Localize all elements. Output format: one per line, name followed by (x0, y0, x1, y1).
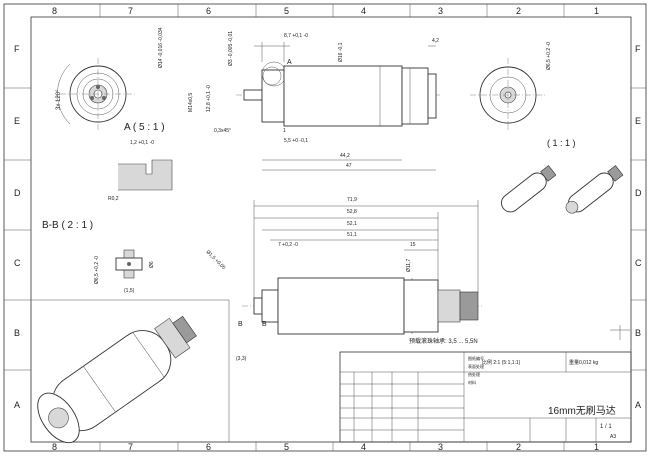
dim-d-11-7: Ø11,7 (406, 259, 412, 272)
dim-len-52-1: 52,1 (347, 221, 357, 227)
col-label-top-7: 7 (128, 6, 133, 16)
row-label-right-e: E (635, 116, 641, 126)
row-label-left-a: A (14, 400, 20, 410)
dim-len-4-2: 4,2 (432, 38, 439, 44)
rear-end-view: Ø6,5 +0,2 -0 (470, 42, 552, 132)
note-bearing-preload: 预载滚珠轴承: 3,5 ... 5,5N (409, 337, 478, 345)
row-label-left-c: C (14, 258, 21, 268)
col-label-bottom-1: 1 (594, 442, 599, 452)
tb-scale: 比例 2:1 (5:1,1:1) (482, 359, 521, 366)
row-label-right-c: C (635, 258, 642, 268)
col-label-bottom-4: 4 (361, 442, 366, 452)
col-label-bottom-8: 8 (52, 442, 57, 452)
iso-scale-label: ( 1 : 1 ) (547, 138, 576, 148)
dim-len-5-5: 5,5 +0 -0,1 (284, 138, 308, 144)
col-label-top-1: 1 (594, 6, 599, 16)
row-label-left-e: E (14, 116, 20, 126)
middle-side-view: 71,9 52,8 52,1 51,1 15 7 +0,2 -0 Ø1,5 +0… (205, 197, 484, 362)
section-marker-b2: B (262, 321, 267, 328)
section-marker-b1: B (238, 321, 243, 328)
dim-len-15: 15 (410, 242, 416, 248)
tb-title: 16mm无刷马达 (548, 405, 616, 417)
detail-a-view: A ( 5 : 1 ) 1,2 +0,1 -0 R0,2 (108, 122, 173, 202)
col-label-top-4: 4 (361, 6, 366, 16)
row-label-left-d: D (14, 188, 21, 198)
top-side-view: 8,7 +0,1 -0 4,2 Ø14 -0,016 -0,034 Ø3 -0,… (158, 27, 440, 171)
dim-thread: M14x0,5 (188, 93, 194, 112)
dim-len-71-9: 71,9 (347, 197, 357, 203)
dim-d-12-8: 12,8 +0,1 -0 (206, 85, 212, 112)
row-label-right-d: D (635, 188, 642, 198)
row-label-right-a: A (635, 400, 641, 410)
row-label-right-b: B (635, 328, 641, 338)
dim-len-1: 1 (283, 128, 286, 134)
dim-len-44-2: 44,2 (340, 153, 350, 159)
col-label-bottom-5: 5 (284, 442, 289, 452)
section-dim-1-5: (1,5) (124, 288, 135, 294)
col-label-top-6: 6 (206, 6, 211, 16)
dim-len-47: 47 (346, 163, 352, 169)
title-block: 图纸编号 表面处理 热处理 材料 比例 2:1 (5:1,1:1) 重量0,01… (339, 351, 632, 443)
dim-d-6-5-right: Ø6,5 +0,2 -0 (546, 42, 552, 70)
tb-cell-drawing-no: 图纸编号 (468, 355, 484, 361)
tb-cell-material: 材料 (468, 379, 476, 385)
detail-dim-r0-2: R0,2 (108, 196, 119, 202)
section-bb-label: B-B ( 2 : 1 ) (42, 220, 93, 231)
iso-large-view (30, 299, 230, 444)
col-label-bottom-6: 6 (206, 442, 211, 452)
dim-len-7: 7 +0,2 -0 (278, 242, 298, 248)
dim-d-14: Ø14 -0,016 -0,034 (158, 27, 164, 68)
row-label-left-f: F (14, 44, 20, 54)
col-label-bottom-3: 3 (438, 442, 443, 452)
tb-cell-heat: 热处理 (468, 371, 480, 377)
row-label-right-f: F (635, 44, 641, 54)
dim-d-16: Ø16 -0,1 (338, 42, 344, 62)
corner-marker (610, 325, 630, 340)
dim-len-51-1: 51,1 (347, 232, 357, 238)
tb-cell-surface: 表面处理 (468, 363, 484, 369)
dim-len-3-3: (3,3) (236, 356, 247, 362)
col-label-top-8: 8 (52, 6, 57, 16)
section-dim-d-6-5: Ø6,5 +0,2 -0 (94, 256, 100, 284)
dim-angle-3x120: 3x 120° (56, 89, 62, 110)
detail-dim-1-2: 1,2 +0,1 -0 (130, 140, 154, 146)
view-marker-a: A (287, 59, 292, 66)
row-label-left-b: B (14, 328, 20, 338)
col-label-bottom-7: 7 (128, 442, 133, 452)
tb-sheet: 1 / 1 (600, 424, 612, 430)
dim-chamfer: 0,3x45° (214, 128, 231, 134)
tb-weight: 重量0,012 kg (569, 359, 598, 366)
tb-size: A3 (610, 434, 616, 440)
sheet-border: 8 7 6 5 4 3 2 1 8 7 6 5 4 3 2 1 F E D C … (3, 3, 647, 452)
detail-a-label: A ( 5 : 1 ) (124, 122, 165, 133)
dim-d-3: Ø3 -0,005 -0,01 (228, 31, 234, 66)
iso-small-views: ( 1 : 1 ) (501, 138, 624, 214)
col-label-top-3: 3 (438, 6, 443, 16)
front-end-view: 3x 120° (56, 58, 136, 130)
col-label-top-2: 2 (516, 6, 521, 16)
section-dim-d-6: Ø6 (149, 261, 155, 268)
col-label-bottom-2: 2 (516, 442, 521, 452)
col-label-top-5: 5 (284, 6, 289, 16)
section-bb-view: B-B ( 2 : 1 ) Ø6,5 +0,2 -0 Ø6 (1,5) (42, 220, 155, 294)
dim-len-52-8: 52,8 (347, 209, 357, 215)
dim-len-8-7: 8,7 +0,1 -0 (284, 33, 308, 39)
